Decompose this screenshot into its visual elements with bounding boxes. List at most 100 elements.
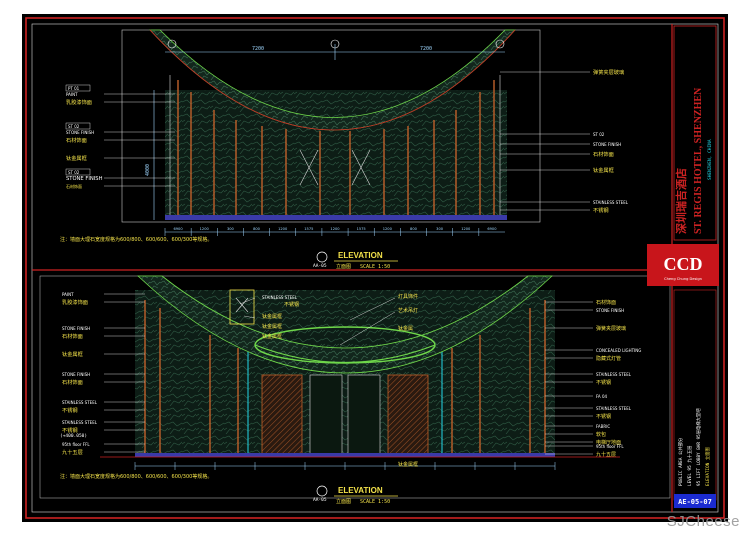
upper-dim-value: 300: [436, 227, 444, 231]
detail-callout-box: [229, 289, 255, 325]
watermark: SJCheese: [666, 513, 740, 530]
code-box: [65, 168, 91, 176]
drawing-no-panel: [674, 494, 716, 508]
upper-dim-value: 1200: [200, 227, 210, 231]
upper-right-label: 不锈钢: [593, 206, 609, 214]
upper-top-dim-left: 7200: [252, 46, 264, 52]
leader-line: [339, 311, 396, 346]
lower-left-label: 石材饰面: [62, 378, 83, 386]
upper-left-label: STONE FINISH: [66, 130, 94, 135]
lower-left-label: 石材饰面: [62, 332, 83, 340]
lower-center-label: 钛金属: [398, 325, 413, 332]
upper-dim-value: 6900: [487, 227, 497, 231]
upper-dim-value: 800: [253, 227, 261, 231]
upper-elevation: 7200 7200 4000 6900 1200 300 800 1200 1575 120…: [60, 29, 629, 270]
lower-floor-level: (+400.050): [60, 433, 87, 439]
upper-outline: [121, 29, 541, 223]
leader-line: [243, 315, 256, 319]
upper-left-label: STONE FINISH: [66, 176, 103, 182]
lower-right-label: 弹簧夹层玻璃: [596, 325, 626, 332]
lower-left-label: STONE FINISH: [62, 326, 90, 331]
lower-right-label: FABRIC: [596, 424, 610, 429]
lower-title: ELEVATION: [338, 486, 383, 495]
upper-right-label: 弹簧夹层玻璃: [593, 68, 624, 76]
project-country: SHENZHEN, CHINA: [707, 139, 713, 180]
code-box: [65, 122, 91, 130]
upper-column-lines: [177, 80, 495, 220]
upper-left-code: PT 01: [68, 86, 80, 91]
lower-center-label: 钛金属框: [262, 333, 282, 340]
lower-left-label: 九十五层: [62, 448, 83, 456]
upper-title: ELEVATION: [338, 251, 383, 260]
drawing-number: AE-05-07: [678, 498, 712, 506]
lower-center-label: 钛金属框: [262, 323, 282, 330]
lower-left-label: 95th floor FFL: [62, 442, 90, 447]
door-bay-2: [309, 374, 343, 456]
lower-center-label: 不锈钢: [284, 301, 299, 308]
door-bay-4: [387, 374, 429, 456]
lower-center-label: STAINLESS STEEL: [262, 295, 298, 300]
lower-arch-band: [136, 275, 554, 374]
lower-cyan-reveals: [247, 352, 443, 455]
upper-right-label: ST 02: [593, 132, 605, 137]
lower-title-tag: AA-05: [313, 497, 327, 503]
leader-line: [349, 297, 396, 321]
upper-right-label: STAINLESS STEEL: [593, 200, 629, 205]
lower-left-label: STAINLESS STEEL: [62, 420, 98, 425]
lower-right-label: 石材饰面: [596, 299, 616, 306]
upper-title-tag: AA-05: [313, 263, 327, 269]
door-bay-3: [347, 374, 381, 456]
project-name-en: ST. REGIS HOTEL, SHENZHEN: [693, 87, 704, 234]
lower-title-scale: SCALE 1:50: [360, 499, 390, 505]
upper-dim-value: 1575: [304, 227, 313, 231]
grid-bubble-b: [330, 39, 340, 49]
lower-right-label: CONCEALED LIGHTING: [596, 348, 641, 353]
upper-title-bubble: [316, 251, 328, 263]
upper-title-scale: SCALE 1:50: [360, 264, 390, 270]
upper-left-label: 钛金属框: [66, 154, 87, 162]
upper-dim-value: 1200: [383, 227, 393, 231]
upper-dim-value: 1200: [461, 227, 471, 231]
lower-center-label: 艺术吊灯: [398, 307, 418, 314]
lower-left-label: STAINLESS STEEL: [62, 400, 98, 405]
lower-left-label: 乳胶漆饰面: [62, 298, 88, 306]
title-block: 深圳瑞吉酒店 ST. REGIS HOTEL, SHENZHEN SHENZHE…: [647, 25, 719, 508]
leader-line: [239, 297, 256, 305]
upper-left-label: 石材饰面: [66, 183, 82, 189]
lower-right-label: FA 04: [596, 394, 607, 399]
upper-top-dim-right: 7200: [420, 46, 432, 52]
upper-right-label: 钛金属框: [593, 166, 614, 174]
upper-height-dim-text: 4000: [145, 164, 151, 176]
upper-right-label: 石材饰面: [593, 150, 614, 158]
outer-frame: [25, 17, 725, 519]
title-block-info-line: LEVEL 95 九十五层: [686, 445, 693, 486]
upper-left-label: 乳胶漆饰面: [66, 98, 92, 106]
upper-title-sub: 立面图: [336, 263, 351, 270]
lower-right-label: 电梯厅地面: [596, 439, 621, 446]
title-block-info-line: 95 LIFT LOBBY BAR 95层电梯大堂吧: [695, 408, 702, 486]
lower-outline: [39, 275, 671, 499]
lower-center-label: 钛金属框: [262, 313, 282, 320]
lower-right-label: 95th floor FFL: [596, 444, 624, 449]
lower-base-steel: [135, 453, 555, 457]
lower-left-label: PAINT: [62, 292, 74, 297]
upper-left-code: ST 02: [68, 170, 80, 175]
lower-center-label: 钛金属框: [398, 461, 418, 468]
lower-right-label: 不锈钢: [596, 379, 611, 386]
upper-left-code: ST 02: [68, 124, 80, 129]
upper-note: 注：墙面大理石宽度规格为600/800、600/600、600/300等规格。: [60, 236, 212, 243]
grid-bubble-a: [167, 39, 177, 49]
upper-dim-value: 1200: [330, 227, 340, 231]
upper-dim-value: 800: [410, 227, 418, 231]
upper-arch-outer: [149, 29, 516, 131]
upper-dim-value: 300: [227, 227, 235, 231]
lamp-canopy-bottom: [254, 344, 436, 364]
lower-left-label: 不锈钢: [62, 426, 78, 434]
